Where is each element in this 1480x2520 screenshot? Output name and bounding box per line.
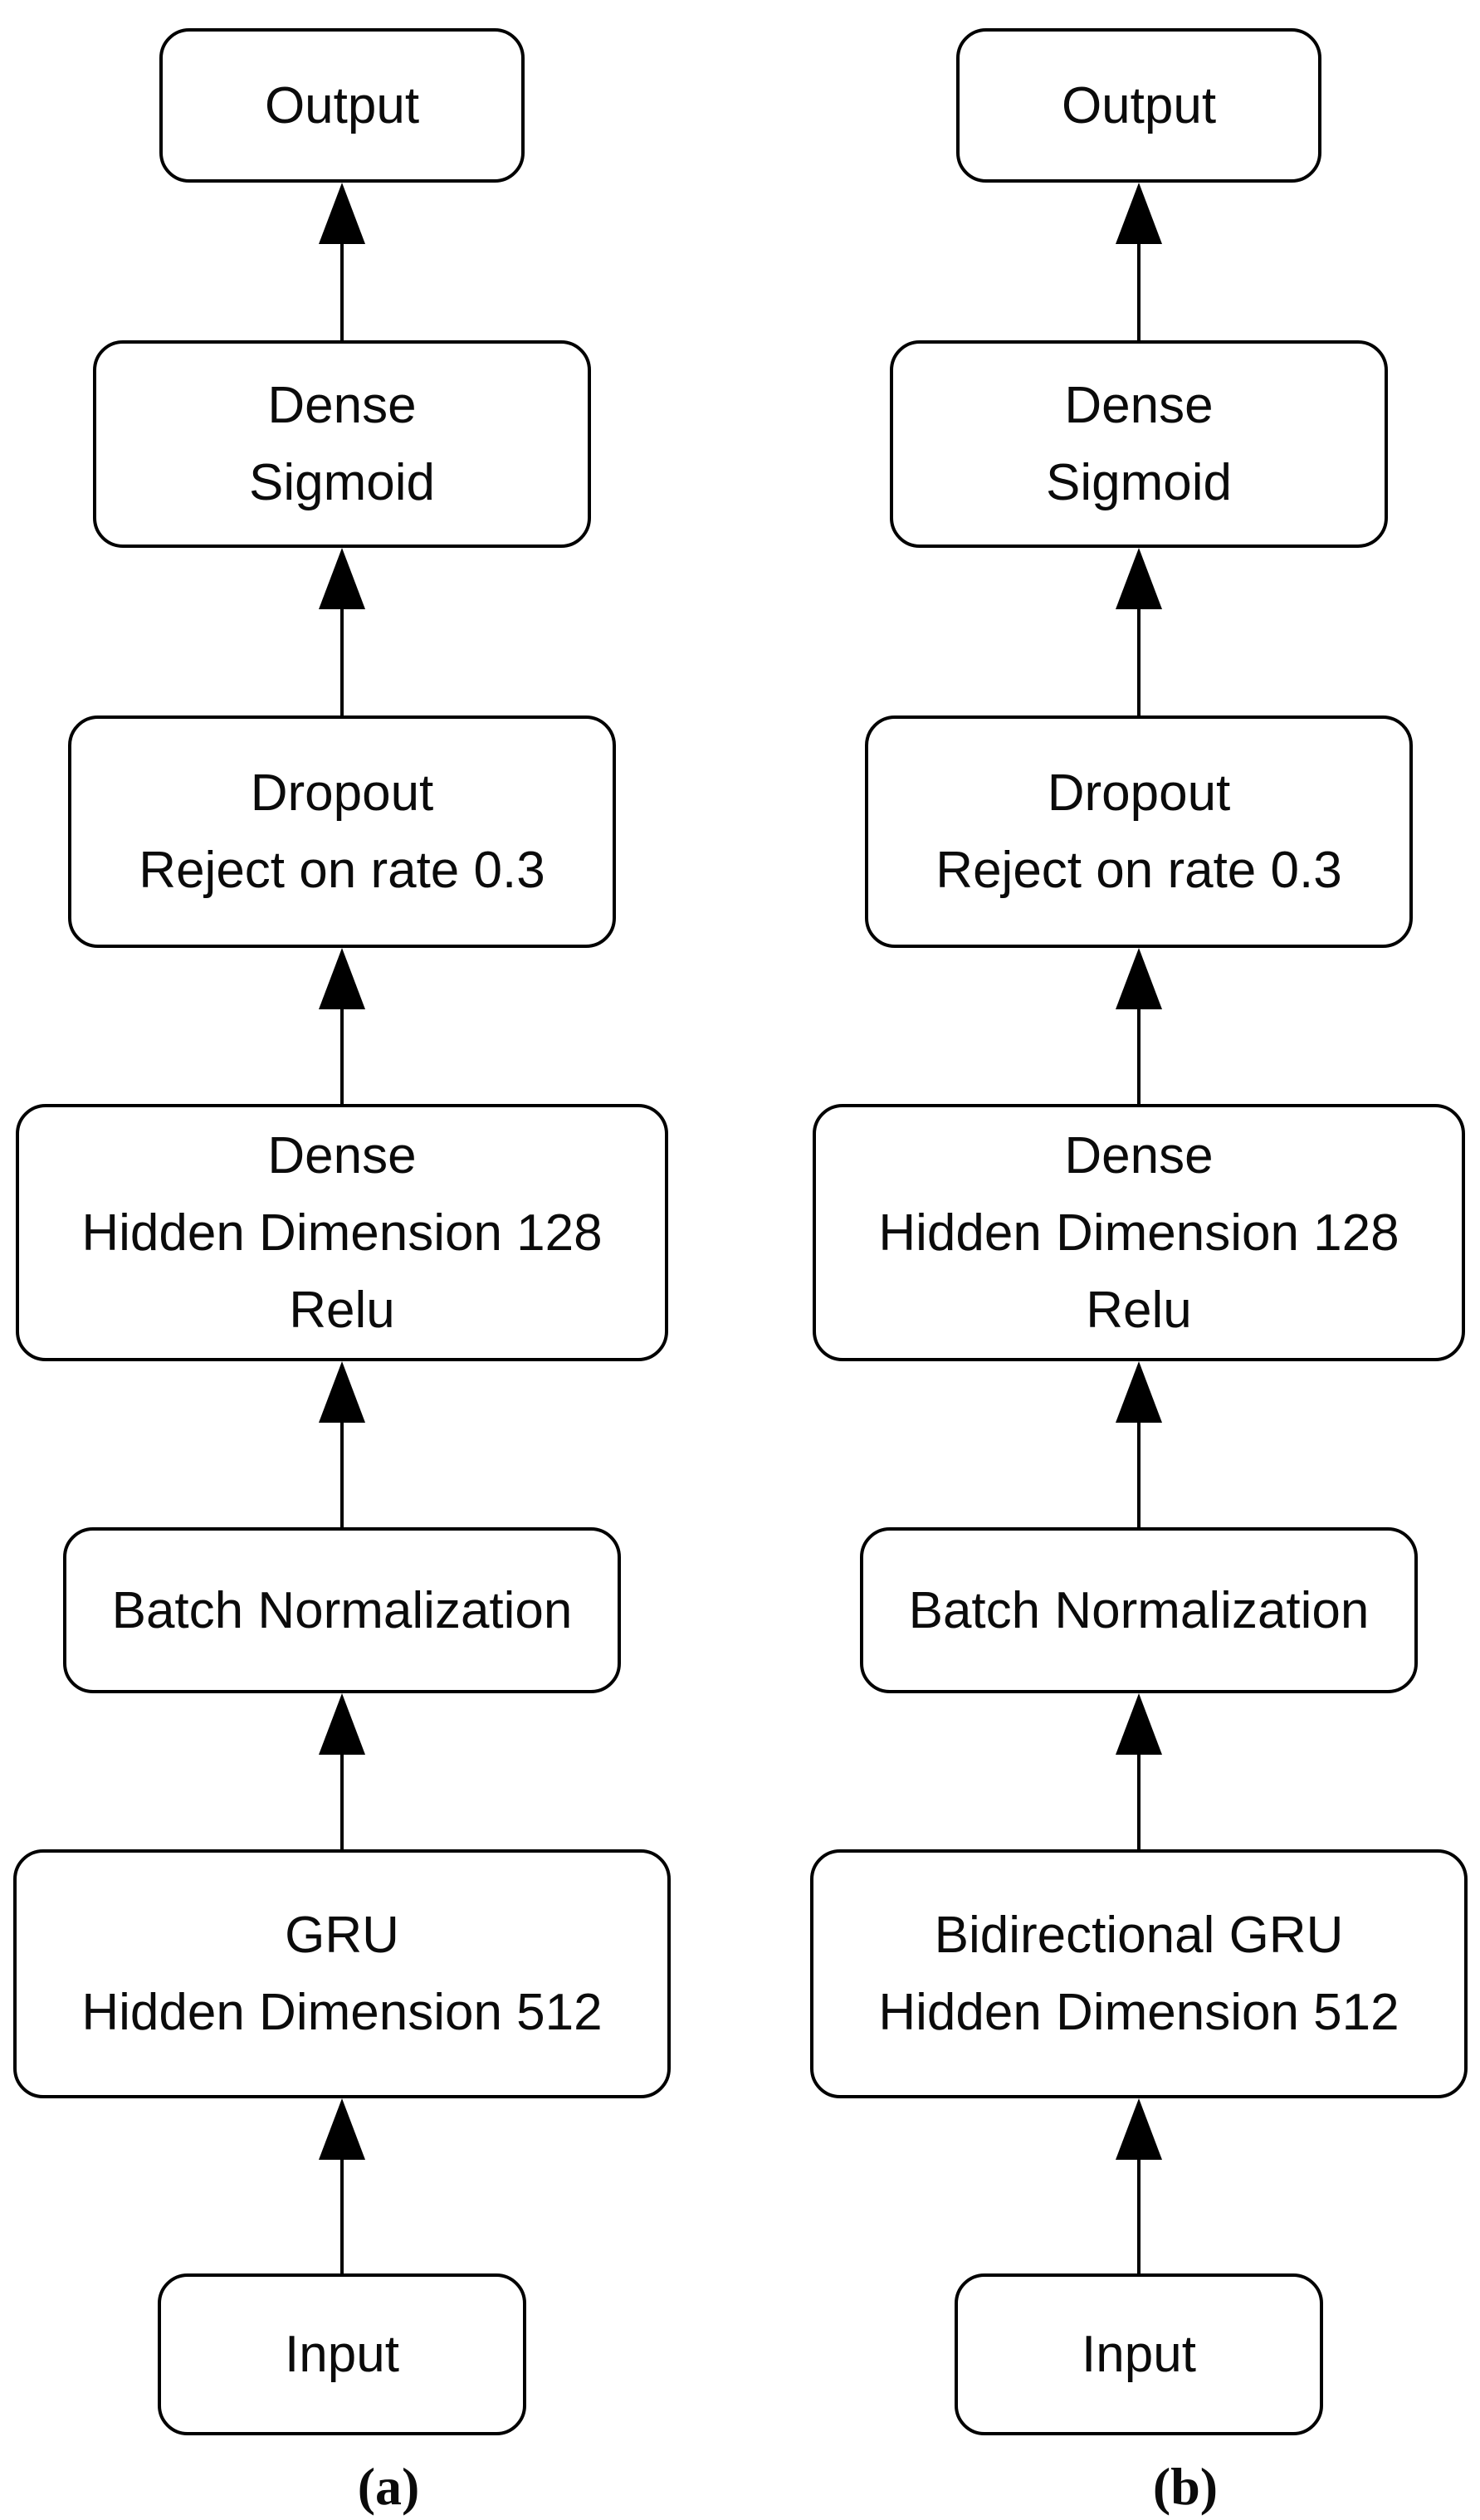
node-dense-sigmoid-a: Dense Sigmoid bbox=[93, 340, 591, 548]
node-label: Reject on rate 0.3 bbox=[935, 842, 1342, 899]
node-label: Dropout bbox=[250, 764, 434, 822]
node-label: Hidden Dimension 512 bbox=[81, 1984, 603, 2041]
node-dense-hidden-128-a: Dense Hidden Dimension 128 Relu bbox=[16, 1104, 668, 1361]
node-label: Reject on rate 0.3 bbox=[139, 842, 545, 899]
arrow-up-icon bbox=[1116, 1693, 1162, 1849]
node-label: Output bbox=[264, 76, 420, 134]
node-label: GRU bbox=[285, 1907, 399, 1964]
node-label: Relu bbox=[289, 1281, 395, 1339]
node-label: Input bbox=[285, 2326, 399, 2383]
node-dropout-a: Dropout Reject on rate 0.3 bbox=[68, 715, 616, 948]
node-dropout-b: Dropout Reject on rate 0.3 bbox=[865, 715, 1413, 948]
node-label: Dense bbox=[267, 1126, 417, 1184]
arrow-up-icon bbox=[319, 548, 365, 715]
node-label: Hidden Dimension 128 bbox=[81, 1204, 603, 1262]
node-label: Batch Normalization bbox=[111, 1581, 573, 1639]
node-label: Batch Normalization bbox=[908, 1581, 1370, 1639]
arrow-up-icon bbox=[1116, 2098, 1162, 2273]
node-label: Relu bbox=[1086, 1281, 1192, 1339]
node-label: Hidden Dimension 512 bbox=[878, 1984, 1399, 2041]
node-label: Sigmoid bbox=[249, 454, 435, 511]
node-label: Dropout bbox=[1047, 764, 1231, 822]
node-label: Sigmoid bbox=[1046, 454, 1232, 511]
caption-b: (b) bbox=[1152, 2457, 1219, 2516]
node-output-a: Output bbox=[159, 28, 525, 183]
node-bidirectional-gru-b: Bidirectional GRU Hidden Dimension 512 bbox=[810, 1849, 1468, 2098]
caption-a: (a) bbox=[357, 2457, 420, 2516]
arrow-up-icon bbox=[1116, 183, 1162, 340]
arrow-up-icon bbox=[1116, 548, 1162, 715]
node-input-a: Input bbox=[158, 2273, 526, 2435]
node-dense-hidden-128-b: Dense Hidden Dimension 128 Relu bbox=[813, 1104, 1465, 1361]
node-output-b: Output bbox=[956, 28, 1321, 183]
arrow-up-icon bbox=[319, 1361, 365, 1527]
arrow-up-icon bbox=[319, 2098, 365, 2273]
arrow-up-icon bbox=[1116, 1361, 1162, 1527]
node-batch-normalization-a: Batch Normalization bbox=[63, 1527, 621, 1693]
node-label: Hidden Dimension 128 bbox=[878, 1204, 1399, 1262]
node-label: Input bbox=[1082, 2326, 1196, 2383]
arrow-up-icon bbox=[319, 1693, 365, 1849]
node-label: Dense bbox=[1064, 377, 1214, 434]
node-input-b: Input bbox=[955, 2273, 1323, 2435]
arrow-up-icon bbox=[1116, 948, 1162, 1104]
node-label: Bidirectional GRU bbox=[934, 1907, 1344, 1964]
node-label: Output bbox=[1061, 76, 1217, 134]
model-column-b: Output Dense Sigmoid Dropout Reject on r… bbox=[807, 0, 1471, 2518]
node-label: Dense bbox=[267, 377, 417, 434]
arrow-up-icon bbox=[319, 183, 365, 340]
node-dense-sigmoid-b: Dense Sigmoid bbox=[890, 340, 1388, 548]
node-label: Dense bbox=[1064, 1126, 1214, 1184]
model-column-a: Output Dense Sigmoid Dropout Reject on r… bbox=[10, 0, 674, 2518]
node-batch-normalization-b: Batch Normalization bbox=[860, 1527, 1418, 1693]
arrow-up-icon bbox=[319, 948, 365, 1104]
node-gru-a: GRU Hidden Dimension 512 bbox=[13, 1849, 671, 2098]
